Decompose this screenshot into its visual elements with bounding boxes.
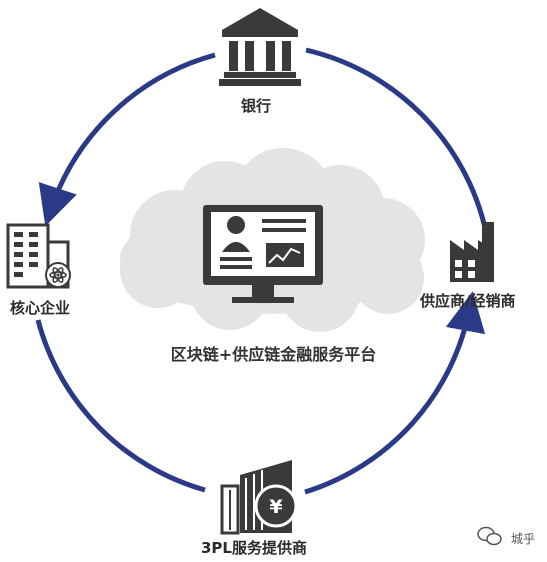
arrow-bank-to-core — [38, 52, 216, 227]
bank-icon — [219, 8, 301, 86]
building-yen-icon: ¥ — [220, 460, 298, 535]
core-enterprise-label: 核心企业 — [10, 299, 71, 317]
factory-icon — [450, 222, 494, 282]
arrow-core-to-logistics — [35, 319, 206, 493]
bank-label: 银行 — [241, 97, 272, 115]
watermark: 城乎 — [511, 530, 535, 547]
svg-text:¥: ¥ — [269, 496, 282, 518]
platform-title: 区块链+供应链金融服务平台 — [170, 345, 377, 364]
monitor-icon — [203, 205, 323, 303]
office-building-icon — [6, 223, 71, 289]
arrow-supplier-to-bank — [305, 47, 489, 233]
arrow-logistics-to-supplier — [304, 291, 486, 495]
supplier-label: 供应商/经销商 — [420, 292, 516, 310]
wechat-icon — [477, 526, 502, 546]
watermark-text: 城乎 — [510, 532, 535, 546]
logistics-label: 3PL服务提供商 — [201, 539, 307, 557]
